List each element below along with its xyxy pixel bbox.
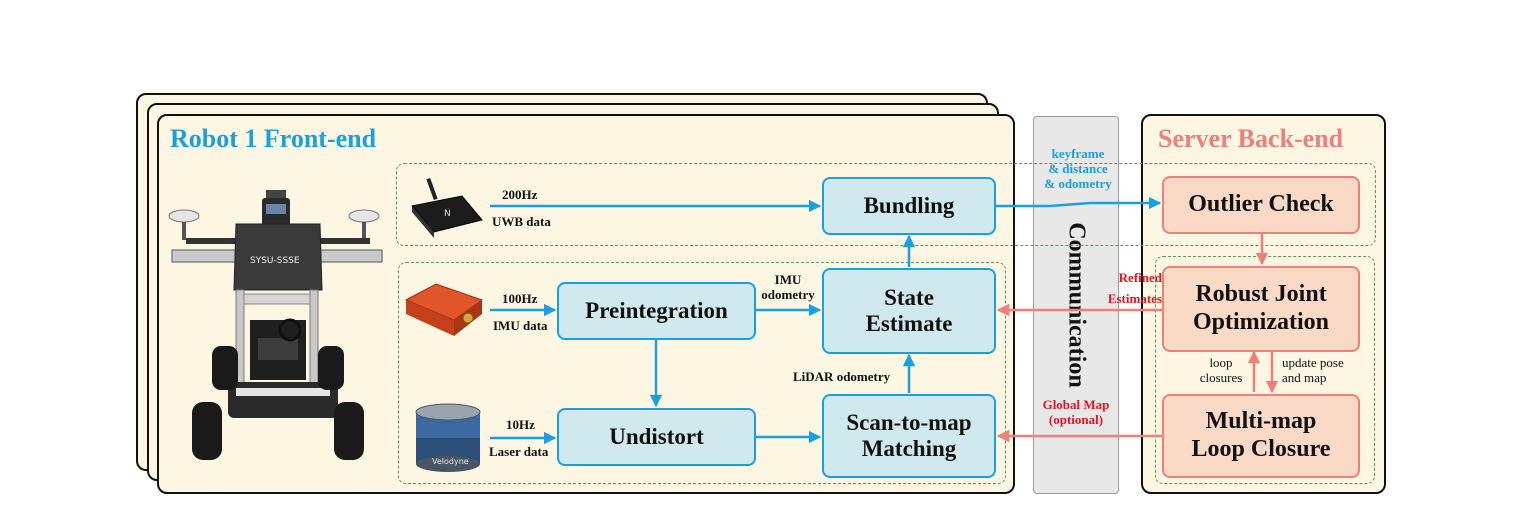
scan-matching-block: Scan-to-map Matching [822, 394, 996, 478]
global-map-label: Global Map (optional) [1034, 397, 1118, 428]
bundling-label: Bundling [863, 192, 955, 218]
imu-odometry-line2: odometry [761, 286, 815, 302]
multimap-line2: Loop Closure [1191, 436, 1331, 462]
loop-closures-label: loop closures [1194, 355, 1248, 386]
robust-line2: Optimization [1193, 309, 1329, 335]
imu-odometry-line1: IMU [774, 272, 802, 287]
laser-label: Laser data [489, 444, 549, 459]
robot-plate: SYSU-SSSE [250, 256, 300, 266]
state-estimate-block: State Estimate [822, 268, 996, 354]
refined-estimates-label: Refined Estimates [1080, 268, 1162, 310]
multimap-loop-closure-block: Multi-map Loop Closure [1162, 394, 1360, 478]
laser-rate: 10Hz [506, 417, 535, 432]
outlier-check-block: Outlier Check [1162, 176, 1360, 234]
imu-odometry-label: IMU odometry [752, 272, 824, 303]
preintegration-label: Preintegration [585, 297, 728, 323]
update-line1: update pose [1282, 355, 1344, 370]
keyframe-line1: keyframe [1051, 146, 1105, 161]
undistort-block: Undistort [557, 408, 756, 466]
robust-line1: Robust Joint [1195, 281, 1327, 308]
refined-line1: Refined [1118, 270, 1162, 285]
scan-matching-line1: Scan-to-map [846, 409, 972, 435]
undistort-label: Undistort [609, 423, 704, 449]
frontend-title: Robot 1 Front-end [170, 124, 377, 153]
communication-column [1033, 116, 1119, 494]
preintegration-block: Preintegration [557, 282, 756, 340]
update-pose-label: update pose and map [1282, 355, 1366, 386]
global-line2: (optional) [1048, 411, 1104, 427]
outlier-check-label: Outlier Check [1188, 191, 1334, 218]
bundling-block: Bundling [822, 177, 996, 235]
multimap-line1: Multi-map [1205, 408, 1317, 435]
backend-title: Server Back-end [1158, 124, 1344, 153]
loop-line1: loop [1209, 355, 1233, 370]
velodyne-brand: Velodyne [432, 457, 469, 466]
state-estimate-line1: State [884, 284, 934, 310]
keyframe-line3: & odometry [1044, 175, 1112, 191]
uwb-group [396, 163, 1376, 246]
lidar-odometry-label: LiDAR odometry [793, 369, 891, 384]
imu-rate: 100Hz [502, 291, 538, 306]
uwb-label: UWB data [492, 214, 551, 229]
state-estimate-line2: Estimate [865, 311, 953, 336]
refined-line2: Estimates [1107, 290, 1162, 306]
loop-line2: closures [1199, 369, 1243, 385]
uwb-rate: 200Hz [502, 187, 538, 202]
global-line1: Global Map [1042, 397, 1110, 412]
keyframe-label: keyframe & distance & odometry [1030, 146, 1126, 192]
keyframe-line2: & distance [1048, 160, 1108, 176]
scan-matching-line2: Matching [861, 436, 957, 461]
imu-label: IMU data [493, 318, 548, 333]
update-line2: and map [1282, 369, 1327, 385]
robust-optimization-block: Robust Joint Optimization [1162, 266, 1360, 352]
frontend-odometry-group [398, 262, 1006, 484]
